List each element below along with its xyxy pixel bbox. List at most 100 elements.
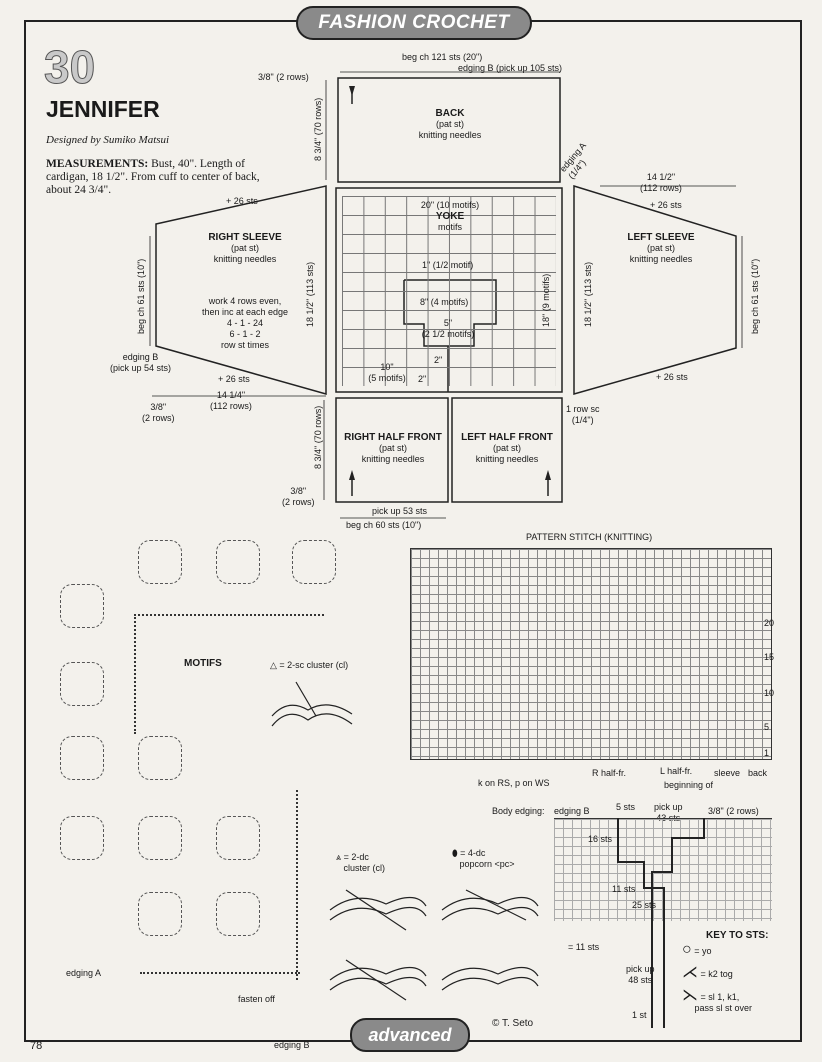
yoke-width: 20" (10 motifs) [420, 200, 480, 210]
beginning-of: beginning of [664, 780, 714, 790]
left-front-sub1: (pat st) [492, 443, 521, 453]
designer-credit: Designed by Sumiko Matsui [46, 134, 170, 146]
motifs-edging-b: edging B [274, 1040, 310, 1050]
pick48-text: pick up [626, 964, 655, 974]
motifs-title: MOTIFS [184, 658, 222, 669]
motifs-chart [60, 540, 336, 1010]
key-title: KEY TO STS: [706, 930, 769, 941]
pick43-text: pick up [654, 802, 683, 812]
yoke-five-motifs: (2 1/2 motifs) [421, 329, 475, 339]
stitch-illustrations [329, 889, 539, 1001]
pattern-stitch-chart [410, 548, 772, 760]
left-sleeve-width: 14 1/2"(112 rows) [640, 172, 682, 194]
body-edging-16sts: 16 sts [588, 834, 613, 844]
sleeve-inc: then inc at each edge [201, 307, 289, 317]
motif [216, 892, 260, 936]
dc-cluster-sub: cluster (cl) [343, 863, 386, 873]
yoke-panel: 20" (10 motifs) YOKE motifs [420, 200, 480, 233]
sleeve-edging-b-sts: (pick up 54 sts) [110, 363, 172, 373]
motif [60, 816, 104, 860]
right-sleeve-instructions: work 4 rows even, then inc at each edge … [190, 296, 300, 351]
left-sleeve-beg-value: beg ch 61 sts [750, 280, 760, 334]
left-front-sub2: knitting needles [475, 454, 539, 464]
cluster-illustration [271, 681, 353, 727]
right-sleeve-width: 14 1/4"(112 rows) [210, 390, 252, 412]
sleeve-edging-b-text: edging B [122, 352, 159, 362]
knit-key: k on RS, p on WS [478, 778, 550, 788]
front-beg-chain: beg ch 60 sts (10") [346, 520, 422, 530]
yoke-height: 18" (9 motifs) [541, 247, 551, 327]
right-sleeve-sub2: knitting needles [213, 254, 277, 264]
back-height-rows: (70 rows) [313, 97, 323, 136]
motif [138, 736, 182, 780]
edging-dots [140, 972, 300, 978]
pattern-title: JENNIFER [46, 96, 160, 122]
front-height: 8 3/4" (70 rows) [313, 406, 323, 469]
pick48-sts: 48 sts [628, 975, 653, 985]
row-5: 5 [764, 722, 770, 732]
edging-dots [134, 614, 324, 620]
front-row-sc-size: (1/4") [571, 415, 594, 425]
back-rows: 3/8" (2 rows) [258, 72, 309, 82]
right-sleeve-height-value: 18 1/2" [305, 298, 315, 327]
sleeve-marker: sleeve [714, 768, 741, 778]
sleeve-edging-rows: 3/8"(2 rows) [142, 402, 175, 424]
key-k2tog-text: = k2 tog [700, 969, 733, 979]
motif [216, 816, 260, 860]
back-name: BACK [435, 108, 465, 119]
cluster-key-text: = 2-sc cluster (cl) [279, 660, 349, 670]
popcorn-text: = 4-dc [460, 848, 486, 858]
body-edging-label: Body edging: [492, 806, 545, 816]
right-sleeve-beg-value: beg ch 61 sts [136, 280, 146, 334]
edging-dots [296, 790, 302, 980]
pattern-number: 30 [43, 41, 96, 94]
back-sub1: (pat st) [435, 119, 464, 129]
right-sleeve-name: RIGHT SLEEVE [208, 232, 282, 243]
left-sleeve-width-rows: (112 rows) [640, 183, 682, 193]
dc-cluster-key: ⩓ = 2-dc cluster (cl) [336, 852, 386, 873]
key-yo-text: = yo [694, 946, 712, 956]
yo-icon: ○ [682, 941, 692, 958]
body-edging-eq11: = 11 sts [568, 942, 600, 952]
right-front-sub1: (pat st) [378, 443, 407, 453]
difficulty-badge: advanced [350, 1018, 470, 1052]
section-banner: FASHION CROCHET [296, 6, 532, 40]
motif [138, 540, 182, 584]
left-sleeve-height: 18 1/2" (113 sts) [583, 247, 593, 327]
plus-26-b: + 26 sts [650, 200, 682, 210]
front-edging-rows-count: (2 rows) [282, 497, 315, 507]
right-front-name: RIGHT HALF FRONT [344, 432, 442, 443]
plus-26-c: + 26 sts [218, 374, 250, 384]
left-sleeve-height-value: 18 1/2" [583, 298, 593, 327]
motifs-edging-a: edging A [66, 968, 102, 978]
sleeve-inc-header: row st times [220, 340, 269, 350]
yoke-motif-grid [342, 196, 556, 386]
row-1: 1 [764, 748, 770, 758]
front-height-value: 8 3/4" [313, 445, 323, 469]
back-edging-b: edging B (pick up 105 sts) [458, 63, 563, 73]
dc-cluster-text: = 2-dc [343, 852, 369, 862]
front-row-sc-text: 1 row sc [566, 404, 600, 414]
key-sl-text: = sl 1, k1, [700, 992, 740, 1002]
edging-dots [134, 614, 140, 734]
body-edging-25sts: 25 sts [632, 900, 657, 910]
motif [292, 540, 336, 584]
right-sleeve-beg-chain: beg ch 61 sts (10") [136, 244, 146, 334]
key-sl-text-b: pass sl st over [694, 1003, 753, 1013]
sleeve-inc-row-1: 4 - 1 - 24 [226, 318, 264, 328]
left-front-panel: LEFT HALF FRONT (pat st) knitting needle… [452, 432, 562, 465]
left-sleeve-panel: LEFT SLEEVE (pat st) knitting needles [606, 232, 716, 265]
yoke-five-value: 5" [443, 318, 453, 328]
back-height-value: 8 3/4" [313, 137, 323, 161]
left-sleeve-sub2: knitting needles [629, 254, 693, 264]
yoke-sub1: motifs [437, 222, 462, 232]
back-marker: back [748, 768, 768, 778]
right-sleeve-beg-size: (10") [136, 258, 146, 278]
row-10: 10 [764, 688, 775, 698]
right-sleeve-height-sts: (113 sts) [305, 261, 315, 297]
k2tog-icon: ⋌ [682, 964, 698, 981]
measurements: MEASUREMENTS: Bust, 40". Length of cardi… [46, 158, 261, 197]
body-edging-5sts: 5 sts [616, 802, 636, 812]
left-sleeve-width-value: 14 1/2" [646, 172, 676, 182]
